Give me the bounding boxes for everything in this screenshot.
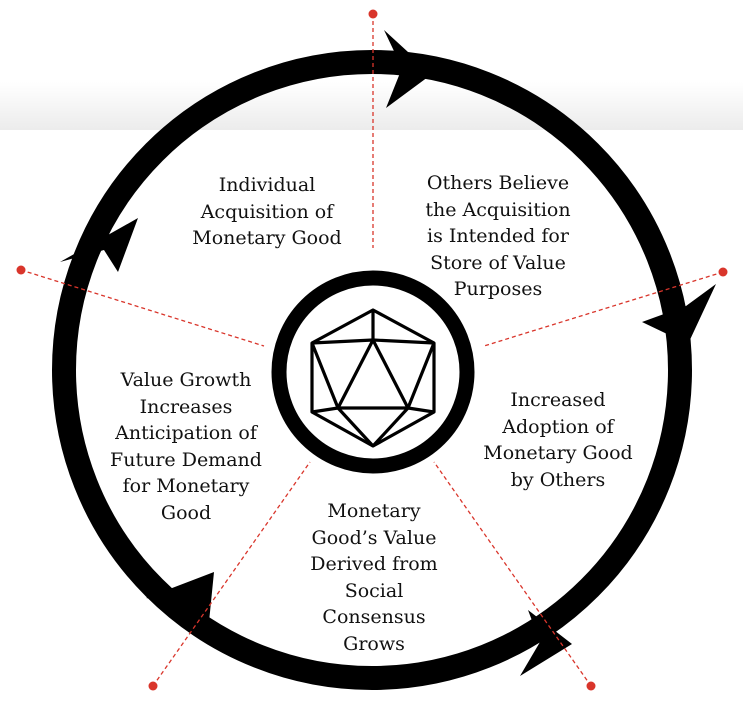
divider-line-left bbox=[20, 269, 265, 347]
label-line: Adoption of bbox=[502, 415, 614, 438]
label-line: Good’s Value bbox=[311, 526, 437, 549]
label-line: is Intended for bbox=[427, 225, 569, 247]
label-line: Value Growth bbox=[120, 369, 252, 391]
label-line: Purposes bbox=[453, 278, 543, 300]
label-line: Others Believe bbox=[426, 172, 570, 194]
label-line: Increased bbox=[510, 389, 606, 411]
divider-dot-bottom-right bbox=[586, 681, 596, 691]
label-line: Consensus bbox=[322, 606, 426, 628]
divider-dots bbox=[16, 9, 728, 691]
arrow-marker-bottom-right bbox=[520, 610, 572, 676]
divider-line-bottom-left bbox=[152, 461, 311, 687]
center-ring bbox=[271, 270, 475, 474]
divider-dot-left bbox=[16, 265, 26, 275]
arrow-marker-left bbox=[60, 218, 138, 272]
stage-label-value-growth: Value Growth Increases Anticipation of F… bbox=[96, 367, 276, 526]
arrow-marker-right bbox=[642, 284, 716, 344]
label-line: Grows bbox=[343, 632, 405, 655]
divider-dot-bottom-left bbox=[148, 681, 158, 691]
label-line: Monetary bbox=[327, 500, 421, 522]
stage-label-individual-acquisition: Individual Acquisition of Monetary Good bbox=[182, 172, 352, 252]
stage-label-others-believe: Others Believe the Acquisition is Intend… bbox=[408, 170, 588, 303]
label-line: for Monetary bbox=[122, 475, 250, 497]
label-line: by Others bbox=[510, 468, 606, 491]
arrow-marker-bottom-left bbox=[146, 572, 214, 632]
label-line: Store of Value bbox=[430, 251, 566, 274]
label-line: Monetary Good bbox=[192, 227, 342, 249]
label-line: Anticipation of bbox=[115, 422, 257, 444]
label-line: Future Demand bbox=[110, 448, 262, 471]
stage-label-increased-adoption: Increased Adoption of Monetary Good by O… bbox=[468, 387, 648, 493]
divider-line-bottom-right bbox=[433, 461, 592, 687]
divider-dot-top bbox=[368, 9, 378, 19]
outer-ring bbox=[52, 50, 692, 690]
label-line: Good bbox=[160, 501, 212, 524]
label-line: Individual bbox=[218, 174, 316, 196]
label-line: Acquisition of bbox=[200, 200, 334, 223]
label-line: the Acquisition bbox=[425, 198, 571, 221]
arrow-markers bbox=[60, 30, 716, 676]
divider-lines bbox=[20, 14, 724, 687]
label-line: Increases bbox=[139, 395, 233, 418]
background-band bbox=[0, 82, 743, 130]
label-line: Derived from bbox=[310, 553, 438, 575]
label-line: Social bbox=[344, 579, 404, 602]
arrow-marker-top bbox=[384, 30, 432, 108]
label-line: Monetary Good bbox=[483, 442, 633, 464]
icosahedron-icon bbox=[310, 308, 436, 448]
stage-label-value-derived: Monetary Good’s Value Derived from Socia… bbox=[292, 498, 456, 657]
divider-dot-right bbox=[718, 267, 728, 277]
